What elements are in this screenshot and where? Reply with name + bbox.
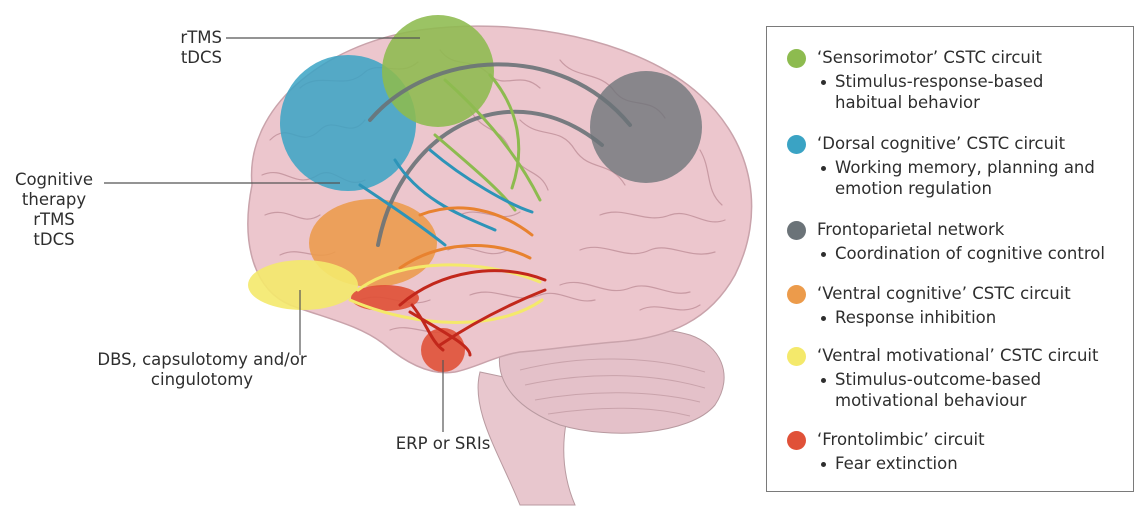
bullet-icon: [821, 462, 826, 467]
legend-swatch: [787, 49, 806, 68]
callout-bottom-left-line: cingulotomy: [46, 370, 358, 390]
legend-description-line: Working memory, planning and: [821, 157, 1095, 178]
legend-title: ‘Ventral cognitive’ CSTC circuit: [817, 283, 1071, 305]
legend-description-line: Fear extinction: [821, 453, 958, 474]
callout-left-line: Cognitive: [4, 170, 104, 190]
legend-description: Coordination of cognitive control: [821, 243, 1105, 264]
legend: ‘Sensorimotor’ CSTC circuit Stimulus-res…: [766, 26, 1134, 492]
callout-bottom-left: DBS, capsulotomy and/or cingulotomy: [46, 350, 358, 390]
bullet-icon: [821, 80, 826, 85]
legend-title: ‘Ventral motivational’ CSTC circuit: [817, 345, 1098, 367]
legend-swatch: [787, 285, 806, 304]
callout-bottom: ERP or SRIs: [380, 434, 506, 454]
legend-description-line: Coordination of cognitive control: [821, 243, 1105, 264]
legend-description-line: Stimulus-response-based: [821, 71, 1043, 92]
legend-description-line: habitual behavior: [821, 92, 1043, 113]
frontoparietal-region: [590, 71, 702, 183]
legend-description: Response inhibition: [821, 307, 996, 328]
callout-left: Cognitive therapy rTMS tDCS: [4, 170, 104, 250]
legend-description-line: Stimulus-outcome-based: [821, 369, 1041, 390]
legend-swatch: [787, 221, 806, 240]
legend-description-line: Response inhibition: [821, 307, 996, 328]
legend-swatch: [787, 347, 806, 366]
legend-description-line: emotion regulation: [821, 178, 1095, 199]
legend-title: ‘Dorsal cognitive’ CSTC circuit: [817, 133, 1065, 155]
bullet-icon: [821, 166, 826, 171]
legend-description: Working memory, planning and emotion reg…: [821, 157, 1095, 199]
callout-left-line: tDCS: [4, 230, 104, 250]
legend-title: Frontoparietal network: [817, 219, 1004, 241]
legend-description: Stimulus-response-based habitual behavio…: [821, 71, 1043, 113]
legend-description: Stimulus-outcome-based motivational beha…: [821, 369, 1041, 411]
callout-top-line: rTMS: [146, 28, 222, 48]
legend-swatch: [787, 135, 806, 154]
legend-description: Fear extinction: [821, 453, 958, 474]
bullet-icon: [821, 378, 826, 383]
legend-title: ‘Sensorimotor’ CSTC circuit: [817, 47, 1042, 69]
callout-bottom-line: ERP or SRIs: [380, 434, 506, 454]
ventral-motivational-region: [248, 260, 358, 310]
callout-left-line: rTMS: [4, 210, 104, 230]
bullet-icon: [821, 252, 826, 257]
callout-top: rTMS tDCS: [146, 28, 222, 68]
callout-top-line: tDCS: [146, 48, 222, 68]
legend-title: ‘Frontolimbic’ circuit: [817, 429, 985, 451]
legend-swatch: [787, 431, 806, 450]
callout-left-line: therapy: [4, 190, 104, 210]
legend-description-line: motivational behaviour: [821, 390, 1041, 411]
bullet-icon: [821, 316, 826, 321]
callout-bottom-left-line: DBS, capsulotomy and/or: [46, 350, 358, 370]
